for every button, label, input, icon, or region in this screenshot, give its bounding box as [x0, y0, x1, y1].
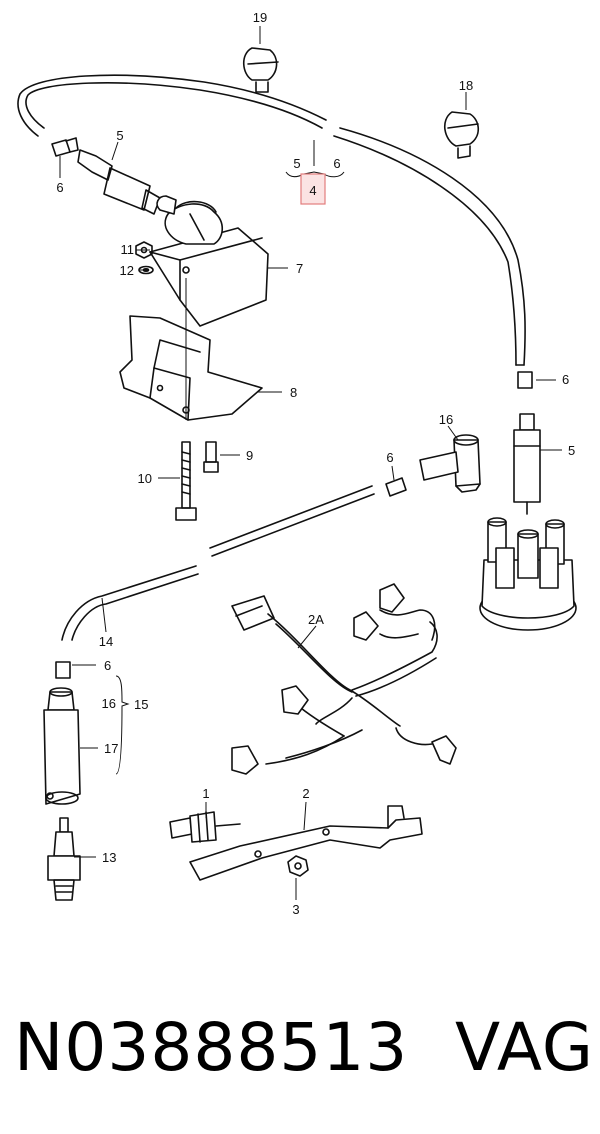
callout-6-group: 6 [333, 156, 340, 171]
highlight-box-part-4 [300, 173, 326, 205]
clip-18-shape [444, 111, 480, 159]
callout-5-top: 5 [116, 128, 123, 143]
callout-2a: 2A [308, 612, 324, 627]
callout-6-left: 6 [104, 658, 111, 673]
boot-6-left-shape [55, 661, 71, 679]
ignition-lead-top [17, 74, 526, 366]
clip-19-shape [242, 47, 279, 93]
connector-17-shape [43, 687, 81, 805]
callout-5-group: 5 [293, 156, 300, 171]
callout-1: 1 [202, 786, 209, 801]
callout-12: 12 [120, 263, 134, 278]
leader-lines [59, 26, 562, 900]
wiring-harness-2a-shape [231, 583, 457, 775]
elbow-connector-16-shape [419, 434, 481, 493]
callout-4-highlighted: 4 [309, 183, 316, 198]
callout-11: 11 [121, 242, 135, 257]
callout-2: 2 [302, 786, 309, 801]
callout-labels: 19 18 5 6 5 6 4 11 12 7 8 9 10 6 5 16 6 … [56, 10, 575, 917]
bolt-9-shape [203, 441, 219, 473]
part-number-caption: N03888513 VAG [14, 1002, 594, 1092]
callout-8: 8 [290, 385, 297, 400]
callout-3: 3 [292, 902, 299, 917]
callout-7: 7 [296, 261, 303, 276]
exploded-parts-diagram: 19 18 5 6 5 6 4 11 12 7 8 9 10 6 5 16 6 … [17, 10, 577, 917]
callout-16-left: 16 [102, 696, 116, 711]
boot-6-mid-shape [385, 477, 407, 497]
callout-6-mid: 6 [386, 450, 393, 465]
brand-name: VAG [454, 1008, 594, 1086]
ignition-coil-shape [149, 195, 269, 327]
boot-6-right-shape [517, 371, 533, 389]
callout-5-right: 5 [568, 443, 575, 458]
callout-6-right: 6 [562, 372, 569, 387]
sensor-1-shape [169, 811, 241, 843]
callout-16-right: 16 [439, 412, 453, 427]
callout-13: 13 [102, 850, 116, 865]
callout-14: 14 [99, 634, 113, 649]
ignition-lead-middle [61, 485, 375, 641]
part-number: N03888513 [14, 1008, 409, 1086]
callout-15: 15 [134, 697, 148, 712]
callout-19: 19 [253, 10, 267, 25]
connector-5-right-shape [513, 413, 541, 515]
bracket-8-shape [119, 278, 263, 421]
callout-10: 10 [138, 471, 152, 486]
spark-plug-13-shape [47, 817, 81, 901]
callout-18: 18 [459, 78, 473, 93]
boot-6-top-shape [51, 137, 79, 157]
bolt-10-shape [175, 441, 197, 521]
callout-6-top: 6 [56, 180, 63, 195]
callout-17: 17 [104, 741, 118, 756]
bracket-2-shape [189, 805, 423, 881]
callout-9: 9 [246, 448, 253, 463]
nut-3-shape [287, 855, 309, 877]
connector-5-top-shape [77, 149, 161, 215]
distributor-cap-shape [479, 517, 577, 631]
